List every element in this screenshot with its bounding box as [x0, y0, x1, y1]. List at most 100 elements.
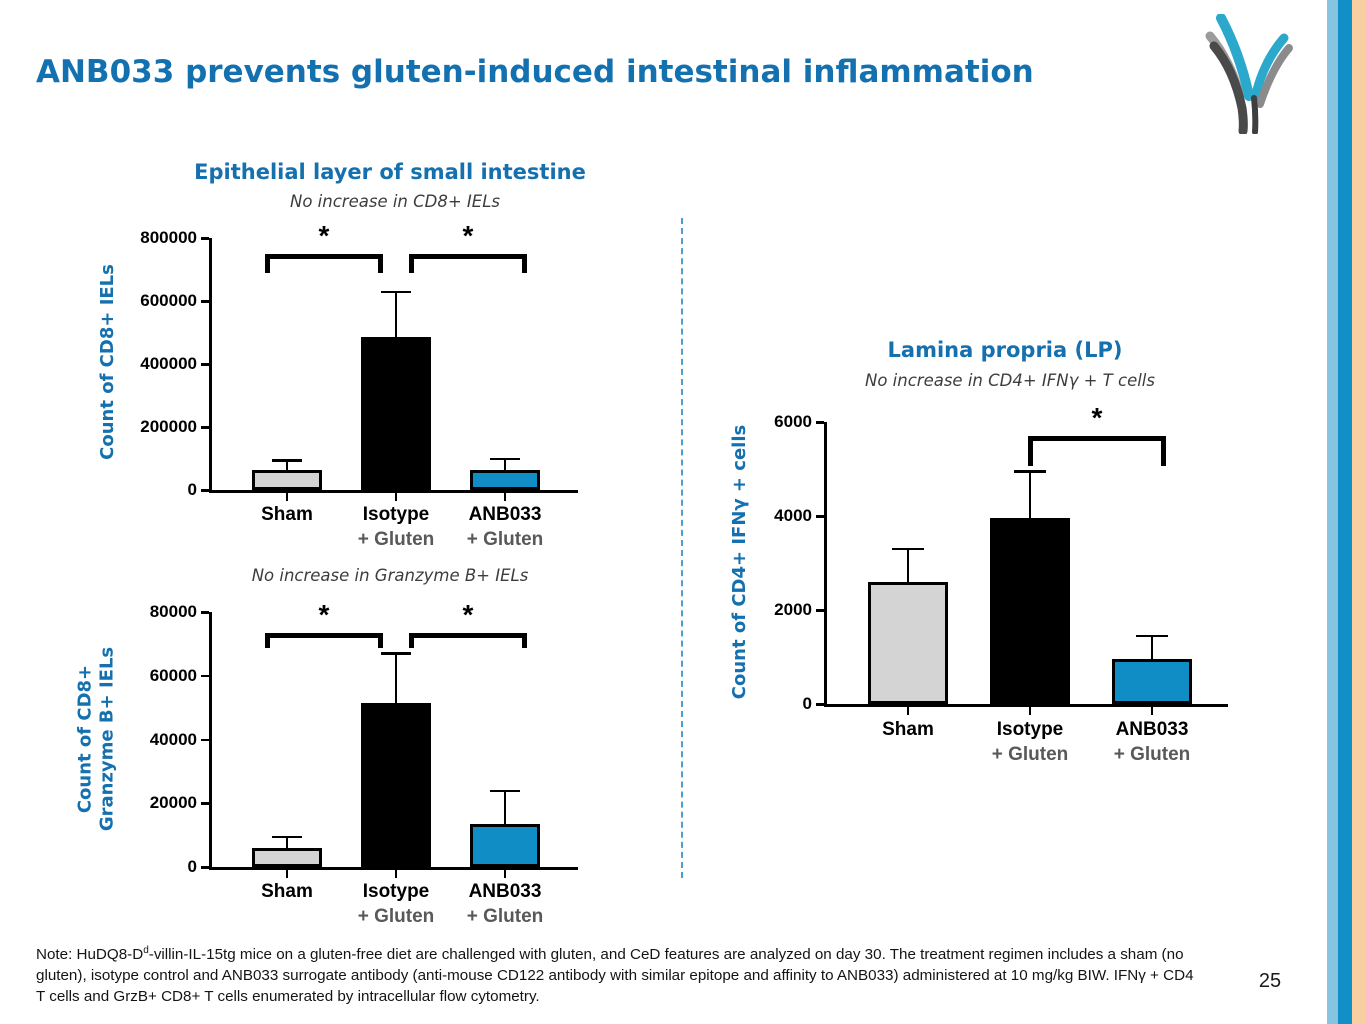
chart-subtitle-ifny: No increase in CD4+ IFNγ + T cells: [864, 371, 1155, 390]
footnote: Note: HuDQ8-Dd-villin-IL-15tg mice on a …: [36, 944, 1201, 1008]
bar-anb033: [1112, 659, 1192, 704]
error-bar-cap: [490, 457, 520, 460]
category-label-line: Isotype: [996, 719, 1064, 740]
logo-swoosh-dark-left: [1209, 41, 1248, 134]
category-label-line: + Gluten: [357, 529, 435, 550]
significance-bracket-cap: [378, 632, 383, 649]
edge-stripe-tan: [1352, 0, 1365, 1024]
logo-swoosh-cyan-left: [1216, 14, 1254, 101]
category-label: Sham: [207, 502, 367, 527]
y-tick-label: 0: [187, 857, 197, 876]
y-tick: [816, 609, 824, 612]
y-tick: [201, 237, 209, 240]
category-label-line: ANB033: [468, 504, 542, 525]
error-bar-line: [395, 653, 398, 703]
y-tick-label: 60000: [149, 665, 197, 685]
section-heading-epithelial: Epithelial layer of small intestine: [194, 160, 586, 184]
y-tick-label: 0: [802, 694, 812, 713]
error-bar-cap: [1136, 634, 1168, 638]
company-logo: [1205, 14, 1293, 134]
error-bar-line: [395, 291, 398, 338]
category-label-line: Isotype: [362, 881, 430, 902]
y-axis: [209, 238, 212, 493]
bar-sham: [252, 847, 322, 867]
logo-swoosh-gray-right: [1256, 44, 1293, 108]
y-tick: [201, 802, 209, 805]
y-tick-label: 20000: [149, 793, 197, 813]
category-label-line: Sham: [261, 504, 313, 525]
error-bar-cap: [272, 835, 302, 839]
category-label: Isotype + Gluten: [950, 717, 1110, 767]
category-label-line: Sham: [882, 719, 934, 740]
error-bar-cap: [381, 652, 411, 655]
significance-asterisk: *: [462, 219, 474, 251]
x-axis: [209, 490, 578, 493]
x-tick: [503, 870, 507, 878]
y-tick-label: 6000: [774, 412, 812, 431]
y-tick-label: 0: [187, 480, 197, 499]
error-bar-cap: [272, 459, 302, 462]
y-tick-label: 400000: [140, 354, 197, 373]
error-bar-line: [907, 548, 910, 582]
error-bar-line: [286, 460, 289, 470]
significance-bracket: [409, 632, 527, 638]
y-tick: [201, 738, 209, 741]
category-label-line: + Gluten: [1113, 744, 1191, 765]
category-label-line: + Gluten: [991, 744, 1069, 765]
footnote-text: Note: HuDQ8-D: [36, 946, 144, 964]
y-axis: [824, 422, 827, 707]
error-bar-cap: [1014, 470, 1046, 473]
significance-bracket-cap: [265, 632, 270, 649]
y-tick-label: 40000: [149, 729, 197, 749]
significance-bracket-cap: [409, 632, 414, 649]
category-label-line: + Gluten: [466, 529, 544, 550]
y-tick-label: 2000: [774, 600, 812, 619]
bar-anb033: [470, 823, 540, 867]
bar-sham: [252, 469, 322, 490]
y-tick: [201, 426, 209, 429]
bar-anb033: [470, 469, 540, 490]
y-tick: [816, 515, 824, 518]
error-bar-cap: [490, 789, 520, 792]
error-bar-line: [1151, 635, 1154, 660]
category-label: ANB033 + Gluten: [425, 502, 585, 552]
y-tick: [816, 421, 824, 424]
y-tick: [201, 363, 209, 366]
y-axis: [209, 612, 212, 870]
error-bar-cap: [381, 290, 411, 294]
error-bar-cap: [892, 547, 924, 551]
x-tick: [503, 493, 507, 501]
category-label: ANB033 + Gluten: [1072, 717, 1232, 767]
significance-bracket: [409, 253, 527, 259]
x-tick: [394, 493, 398, 501]
y-tick: [816, 703, 824, 706]
y-tick-label: 800000: [140, 228, 197, 247]
x-tick: [285, 493, 289, 501]
significance-bracket-cap: [378, 253, 383, 273]
significance-bracket: [1028, 436, 1166, 442]
logo-tail: [1251, 95, 1259, 134]
y-tick: [201, 866, 209, 869]
slide-title: ANB033 prevents gluten-induced intestina…: [36, 54, 1034, 90]
category-label-line: Sham: [261, 881, 313, 902]
significance-bracket-cap: [409, 253, 414, 273]
x-tick: [906, 707, 910, 715]
category-label: Sham: [828, 717, 988, 742]
significance-asterisk: *: [1091, 402, 1103, 434]
error-bar-line: [504, 458, 507, 470]
category-label-line: ANB033: [1115, 719, 1189, 740]
significance-asterisk: *: [462, 598, 474, 630]
significance-bracket-cap: [265, 253, 270, 273]
error-bar-line: [504, 790, 507, 824]
y-tick-label: 600000: [140, 291, 197, 310]
x-axis: [824, 704, 1228, 707]
bar-isotype: [361, 337, 431, 490]
bar-isotype: [361, 702, 431, 867]
x-tick: [1028, 707, 1032, 715]
y-tick-label: 80000: [149, 602, 197, 621]
section-heading-lamina: Lamina propria (LP): [887, 338, 1123, 362]
y-tick: [201, 674, 209, 678]
